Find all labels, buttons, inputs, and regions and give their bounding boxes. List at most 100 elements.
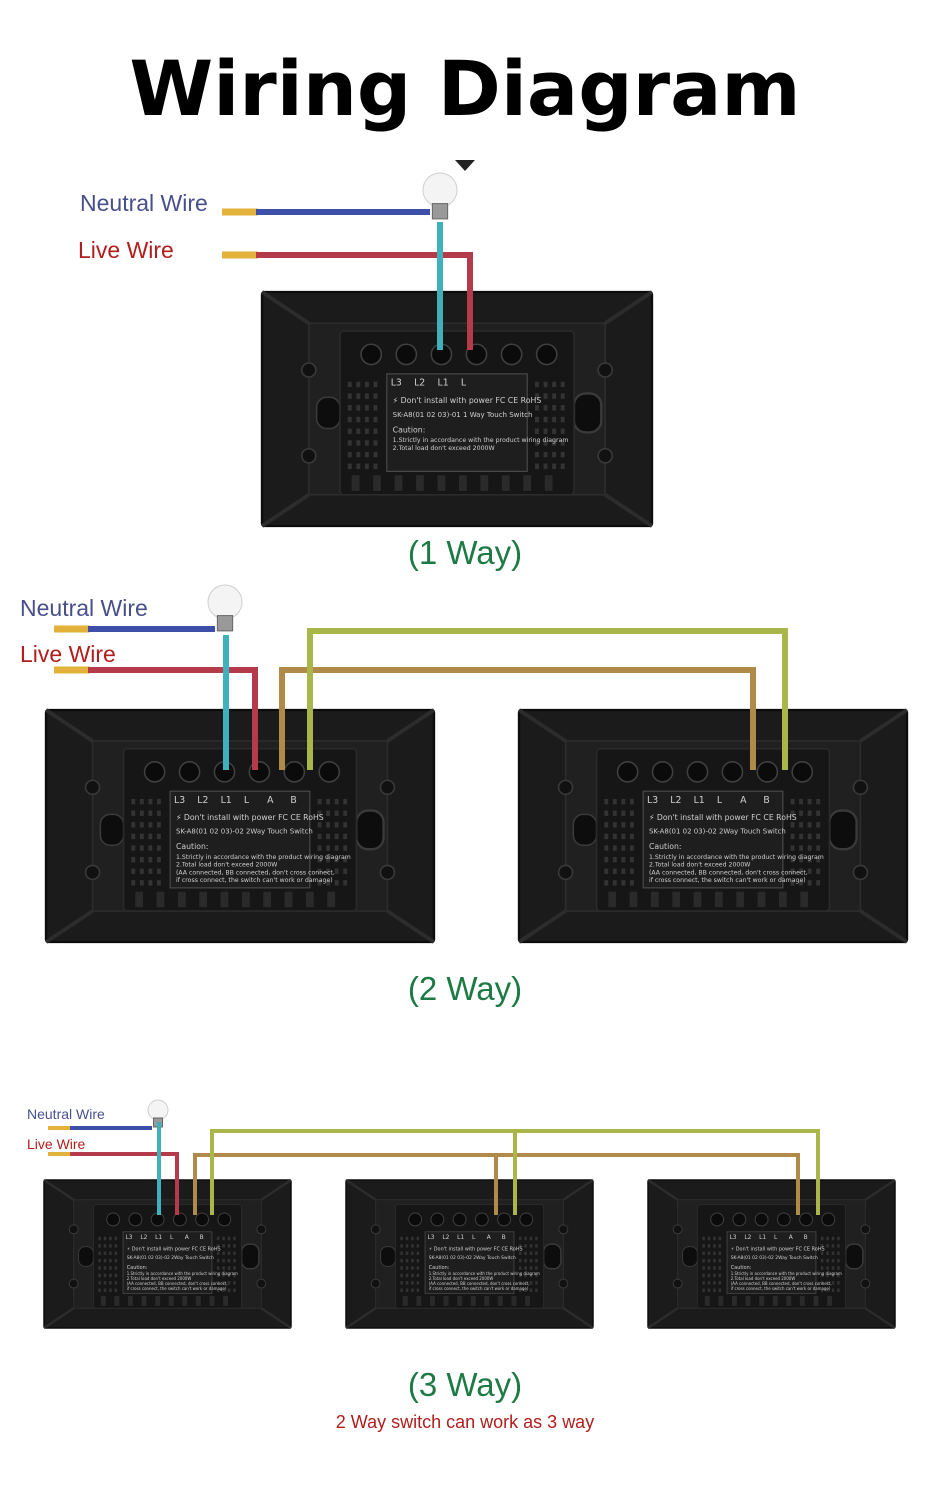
label-area: [122, 1231, 213, 1294]
rib: [497, 1295, 503, 1306]
mount-slot: [99, 813, 125, 847]
vent-slot: [560, 463, 565, 470]
rib: [799, 1295, 805, 1306]
caution-rule: if cross connect, the switch can't work …: [649, 877, 806, 884]
vent-slot: [826, 1273, 829, 1278]
rib: [177, 891, 186, 908]
vent-slot: [713, 1236, 716, 1241]
plate-bevel: [260, 290, 654, 528]
rib: [480, 475, 489, 491]
vent-slot: [831, 1258, 835, 1263]
vent-slot: [216, 1266, 220, 1270]
caution-rule: if cross connect, the switch can't work …: [176, 877, 333, 884]
terminal-screw: [283, 761, 306, 783]
rib: [523, 475, 532, 491]
caption-2-way: (2 Way): [407, 970, 523, 1007]
vent-slot: [334, 810, 339, 816]
terminal-label: A: [267, 795, 274, 806]
vent-slot: [529, 1258, 533, 1263]
vent-slot: [604, 845, 609, 851]
vent-slot: [820, 1281, 824, 1285]
vent-slot: [148, 856, 153, 863]
vent-slot: [543, 393, 548, 399]
vent-slot: [543, 416, 548, 423]
vent-slot: [139, 856, 144, 863]
mount-slot: [844, 1243, 864, 1270]
vent-slot: [411, 1236, 414, 1241]
vent-slot: [139, 880, 144, 886]
vent-slot: [405, 1258, 409, 1263]
bulb-glass: [422, 172, 458, 208]
rib: [693, 891, 702, 908]
vent-slot: [799, 822, 804, 828]
vent-slot: [524, 1273, 527, 1278]
vent-slot: [826, 1251, 829, 1255]
rib: [470, 1295, 476, 1306]
vent-slot: [356, 405, 361, 411]
vent-slot: [227, 1236, 231, 1241]
vent-slot: [612, 868, 617, 874]
vent-slot: [837, 1258, 840, 1263]
vent-slot: [816, 810, 821, 816]
vent-slot: [837, 1288, 840, 1292]
vent-slot: [131, 868, 136, 874]
terminal-label: L: [461, 378, 467, 389]
vent-slot: [148, 880, 153, 886]
vent-slot: [790, 856, 795, 863]
vent-slot: [227, 1288, 231, 1292]
caution-rule: (AA connected, BB connected, don't cross…: [176, 869, 335, 876]
vent-slot: [518, 1236, 522, 1241]
vent-slot: [820, 1251, 824, 1255]
live-wire: [70, 1152, 179, 1215]
vent-slot: [518, 1251, 522, 1255]
vent-slot: [343, 856, 348, 863]
vent-slot: [347, 428, 352, 434]
live-wire-tip: [222, 251, 258, 259]
plate-bevel: [647, 1178, 896, 1330]
vent-slot: [529, 1244, 533, 1248]
terminal-label: B: [502, 1235, 506, 1241]
vent-slot: [216, 1244, 220, 1248]
warning-text: ⚡ Don't install with power FC CE RoHS: [649, 813, 797, 822]
vent-slot: [139, 810, 144, 816]
neutral-wire-tip: [54, 625, 90, 633]
rib: [704, 1295, 710, 1306]
vent-slot: [799, 856, 804, 863]
vent-slot: [629, 880, 634, 886]
vent-slot: [718, 1244, 722, 1248]
label-area: [726, 1231, 817, 1294]
caution-title: Caution:: [649, 842, 682, 851]
screw-hole: [672, 1224, 683, 1235]
rib: [745, 1295, 751, 1306]
caution-rule: 2.Total load don't exceed 2000W: [429, 1276, 494, 1281]
terminal-label: L: [472, 1235, 476, 1241]
vent-slot: [707, 1258, 711, 1263]
rib: [100, 1295, 106, 1306]
live-wire-label-3: Live Wire: [27, 1136, 86, 1152]
vent-slot: [114, 1273, 118, 1278]
vent-slot: [400, 1281, 403, 1285]
terminal-screw: [651, 761, 674, 783]
vent-slot: [156, 880, 161, 886]
vent-slot: [317, 868, 322, 874]
vent-slot: [317, 880, 322, 886]
vent-slot: [233, 1258, 236, 1263]
terminal-screw: [318, 761, 341, 783]
vent-slot: [702, 1273, 705, 1278]
vent-slot: [347, 381, 352, 388]
vent-slot: [334, 856, 339, 863]
vent-slot: [98, 1236, 101, 1241]
rib: [209, 1295, 215, 1306]
vent-slot: [222, 1273, 225, 1278]
neutral-wire-label-1: Neutral Wire: [80, 190, 208, 216]
vent-slot: [347, 405, 352, 411]
vent-slot: [807, 810, 812, 816]
rib: [141, 1295, 147, 1306]
rib: [135, 891, 143, 908]
vent-slot: [837, 1281, 840, 1285]
bulb-base: [216, 615, 234, 632]
